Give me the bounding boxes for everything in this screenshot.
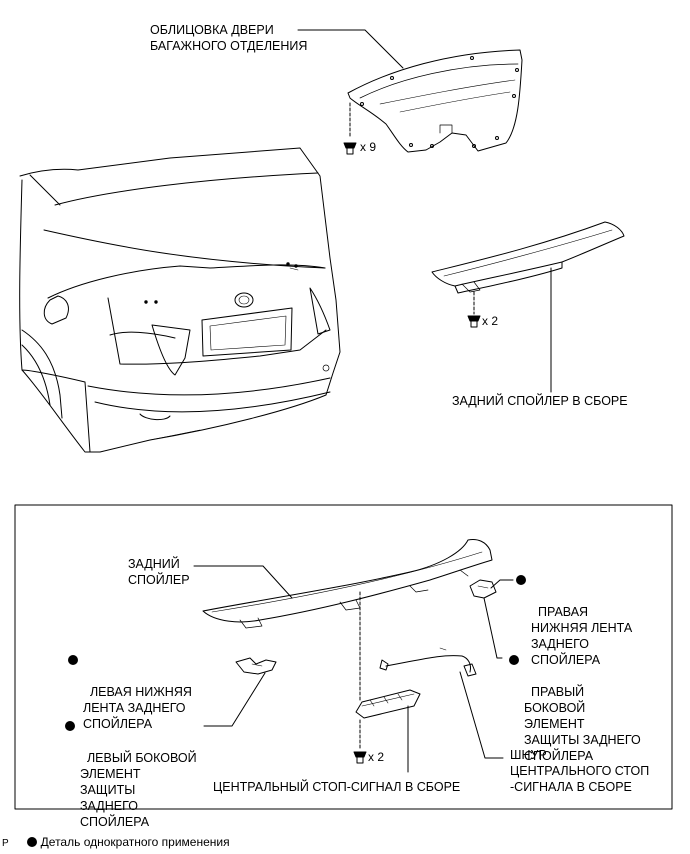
- rear-spoiler-assembly-drawing: [431, 221, 625, 328]
- single-use-bullet-icon: [26, 837, 37, 847]
- legend: Деталь однократного применения: [20, 818, 230, 850]
- rear-spoiler-part-drawing: [202, 539, 493, 629]
- single-use-bullet-icon: [509, 655, 519, 665]
- trim-leader-line: [297, 29, 404, 69]
- rear-spoiler-label: ЗАДНИЙ СПОЙЛЕР: [128, 557, 190, 587]
- right-lower-tape-drawing: [469, 579, 497, 599]
- right-side-protector-label: ПРАВЫЙ БОКОВОЙ ЭЛЕМЕНТ ЗАЩИТЫ ЗАДНЕГО СП…: [509, 652, 641, 764]
- trunk-trim-label: ОБЛИЦОВКА ДВЕРИ БАГАЖНОГО ОТДЕЛЕНИЯ: [150, 23, 308, 53]
- left-protector-leader-line: [203, 672, 266, 727]
- cord-leader-line: [459, 671, 504, 759]
- qty-x9-label: x 9: [360, 140, 377, 154]
- page-code: P: [2, 838, 9, 849]
- stop-lamp-cord-label: ШНУР ЦЕНТРАЛЬНОГО СТОП -СИГНАЛА В СБОРЕ: [510, 748, 650, 794]
- central-stop-lamp-drawing: [353, 591, 421, 764]
- right-tape-leader-line: [490, 579, 514, 589]
- single-use-bullet-icon: [68, 655, 78, 665]
- left-lower-tape-label: ЛЕВАЯ НИЖНЯЯ ЛЕНТА ЗАДНЕГО СПОЙЛЕРА: [68, 652, 192, 732]
- car-rear-view-drawing: [19, 147, 341, 453]
- trunk-lid-trim-drawing: [343, 49, 523, 155]
- qty-x2-bottom-label: x 2: [368, 750, 385, 764]
- stop-lamp-assy-label: ЦЕНТРАЛЬНЫЙ СТОП-СИГНАЛ В СБОРЕ: [213, 780, 461, 794]
- right-lower-tape-label: ПРАВАЯ НИЖНЯЯ ЛЕНТА ЗАДНЕГО СПОЙЛЕРА: [516, 572, 632, 668]
- rear-spoiler-assy-label: ЗАДНИЙ СПОЙЛЕР В СБОРЕ: [452, 394, 628, 408]
- left-lower-tape-drawing: [235, 657, 277, 675]
- right-protector-leader-line: [483, 597, 503, 659]
- spoiler-leader-line: [193, 565, 293, 599]
- exploded-view-frame: [14, 504, 673, 810]
- stop-lamp-cord-drawing: [379, 647, 477, 677]
- left-side-protector-label: ЛЕВЫЙ БОКОВОЙ ЭЛЕМЕНТ ЗАЩИТЫ ЗАДНЕГО СПО…: [65, 718, 197, 830]
- single-use-bullet-icon: [516, 575, 526, 585]
- single-use-bullet-icon: [65, 721, 75, 731]
- qty-x2-top-label: x 2: [482, 314, 499, 328]
